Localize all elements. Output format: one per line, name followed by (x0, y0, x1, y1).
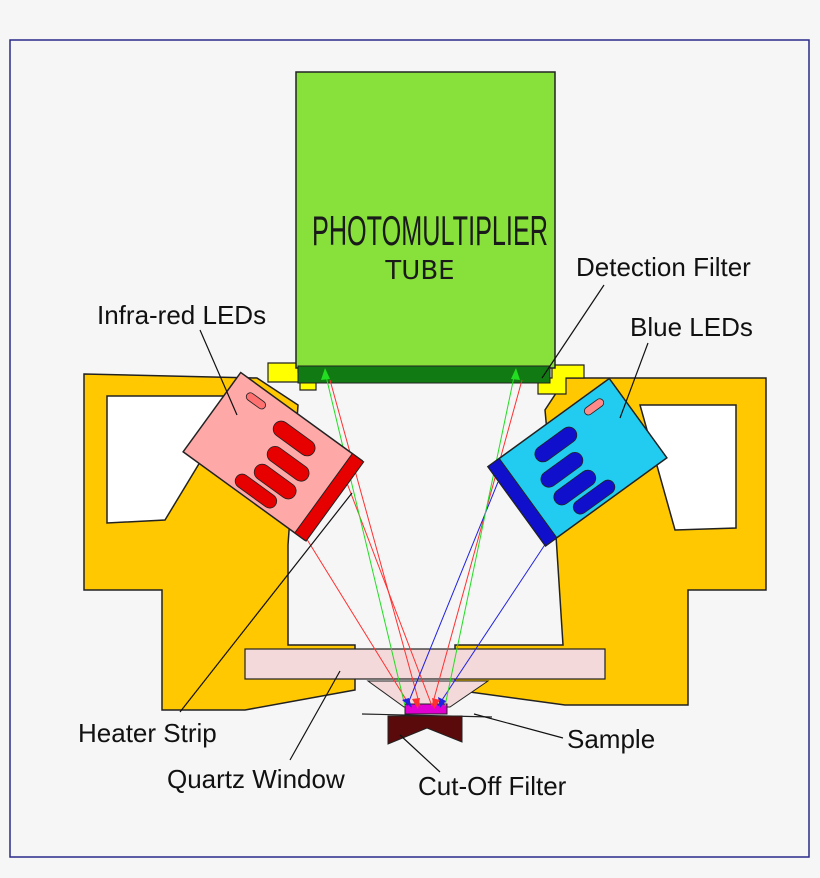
infrared-led-indicator (245, 392, 267, 410)
arrow-red-left (412, 698, 420, 709)
blue-led-4 (572, 479, 616, 515)
infrared-led-3 (253, 463, 297, 500)
ray-green-1 (324, 371, 406, 707)
infrared-led-face (294, 452, 365, 542)
infrared-led-1 (272, 420, 316, 457)
ray-blue-2 (437, 539, 549, 707)
blue-led-1 (534, 426, 578, 463)
quartz-window (244, 648, 606, 680)
housing-right-cavity (639, 404, 737, 531)
ray-green-2 (444, 371, 516, 707)
pmt-subtitle: TUBE (384, 256, 454, 286)
label-quartz-window: Quartz Window (167, 764, 345, 794)
label-heater-strip: Heater Strip (78, 718, 217, 748)
leader-sample (473, 713, 564, 739)
leader-infrared-leds (199, 329, 238, 416)
leader-detection-filter (541, 284, 605, 379)
light-rays (294, 371, 549, 707)
label-sample: Sample (567, 724, 655, 754)
blue-led-face (487, 457, 558, 547)
ray-arrowheads (321, 368, 520, 709)
leader-blue-leds (619, 342, 649, 419)
ray-blue-1 (406, 481, 499, 707)
label-blue-leds: Blue LEDs (630, 312, 753, 342)
ray-red-1 (294, 519, 411, 707)
infrared-led-module (182, 371, 365, 542)
arrow-blue-left (402, 698, 412, 708)
photomultiplier-tube (295, 71, 556, 369)
detection-filter (297, 365, 551, 384)
arrow-green-right (511, 368, 520, 380)
arrow-green-left (321, 368, 330, 380)
label-cutoff-filter: Cut-Off Filter (418, 771, 567, 801)
sample (404, 703, 448, 715)
leader-quartz-window (289, 670, 341, 761)
infrared-led-4 (234, 473, 278, 509)
leader-heater-strip (179, 492, 353, 713)
leader-cutoff-filter (399, 734, 441, 773)
pmt-title: PHOTOMULTIPLIER (312, 207, 548, 254)
ray-red-3 (329, 379, 421, 707)
ray-red-4 (431, 379, 523, 707)
blue-led-module (486, 377, 668, 547)
leader-lines (179, 284, 649, 773)
arrow-red-right (432, 698, 440, 709)
label-detection-filter: Detection Filter (576, 252, 751, 282)
blue-led-3 (553, 469, 597, 506)
quartz-window-neck (366, 680, 490, 708)
blue-led-2 (540, 451, 584, 488)
blue-led-indicator (583, 398, 605, 416)
label-infrared-leds: Infra-red LEDs (97, 300, 266, 330)
diagram-frame (9, 39, 810, 858)
arrow-blue-right (438, 697, 446, 708)
cutoff-filter (387, 715, 463, 745)
infrared-led-2 (266, 445, 310, 482)
